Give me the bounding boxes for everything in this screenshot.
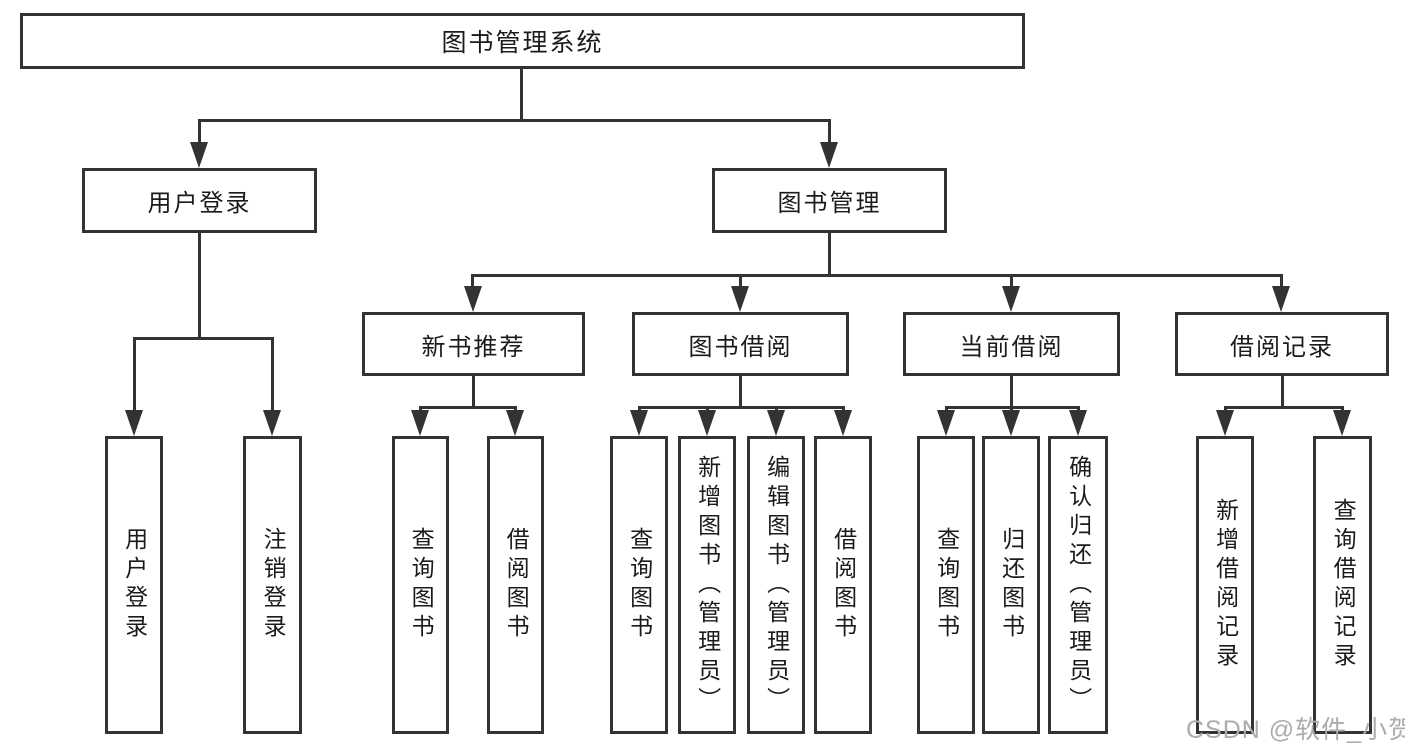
leaf-rec-query-books: 查询图书 bbox=[392, 436, 449, 734]
connector-drop-user-login bbox=[198, 119, 201, 149]
node-current-borrow-label: 当前借阅 bbox=[959, 333, 1064, 361]
arrowhead-icon bbox=[767, 410, 785, 436]
node-current-borrow: 当前借阅 bbox=[903, 312, 1120, 376]
arrowhead-icon bbox=[820, 142, 838, 168]
arrowhead-icon bbox=[506, 410, 524, 436]
node-root: 图书管理系统 bbox=[20, 13, 1025, 69]
node-book-borrow-label: 图书借阅 bbox=[688, 333, 793, 361]
arrowhead-icon bbox=[190, 142, 208, 168]
leaf-label: 借阅图书 bbox=[830, 527, 857, 643]
leaf-label: 确认归还（管理员） bbox=[1065, 454, 1092, 716]
connector-borrow-stem bbox=[739, 376, 742, 408]
connector-current-stem bbox=[1010, 376, 1013, 408]
leaf-label: 新增借阅记录 bbox=[1212, 498, 1239, 672]
leaf-label: 借阅图书 bbox=[503, 527, 530, 643]
watermark: CSDN @软件_小贺同学 bbox=[1186, 716, 1405, 744]
leaf-label: 编辑图书（管理员） bbox=[763, 454, 790, 716]
connector-rec-bar bbox=[419, 406, 517, 409]
connector-drop-book-borrow bbox=[739, 274, 742, 290]
leaf-label: 归还图书 bbox=[998, 527, 1025, 643]
arrowhead-icon bbox=[1272, 286, 1290, 312]
node-borrow-record: 借阅记录 bbox=[1175, 312, 1389, 376]
node-borrow-record-label: 借阅记录 bbox=[1230, 333, 1334, 361]
leaf-borrow-borrow-books: 借阅图书 bbox=[814, 436, 872, 734]
leaf-rec-borrow-books: 借阅图书 bbox=[487, 436, 544, 734]
connector-login-stem bbox=[198, 233, 201, 339]
arrowhead-icon bbox=[1002, 286, 1020, 312]
leaf-label: 注销登录 bbox=[260, 527, 287, 643]
connector-record-stem bbox=[1281, 376, 1284, 408]
arrowhead-icon bbox=[263, 410, 281, 436]
connector-drop-current-borrow bbox=[1010, 274, 1013, 290]
leaf-label: 新增图书（管理员） bbox=[694, 454, 721, 716]
arrowhead-icon bbox=[411, 410, 429, 436]
arrowhead-icon bbox=[464, 286, 482, 312]
leaf-label: 用户登录 bbox=[121, 527, 148, 643]
connector-level2-bar bbox=[198, 119, 831, 122]
connector-drop-new-book-rec bbox=[471, 274, 474, 290]
arrowhead-icon bbox=[1333, 410, 1351, 436]
leaf-current-query-books: 查询图书 bbox=[917, 436, 975, 734]
connector-drop-login-2 bbox=[271, 337, 274, 418]
connector-drop-borrow-record bbox=[1280, 274, 1283, 290]
node-book-mgmt-label: 图书管理 bbox=[777, 190, 882, 217]
leaf-confirm-return-admin: 确认归还（管理员） bbox=[1048, 436, 1108, 734]
node-book-borrow: 图书借阅 bbox=[632, 312, 849, 376]
leaf-label: 查询图书 bbox=[933, 527, 960, 643]
leaf-label: 查询图书 bbox=[408, 527, 435, 643]
arrowhead-icon bbox=[1216, 410, 1234, 436]
leaf-logout: 注销登录 bbox=[243, 436, 302, 734]
arrowhead-icon bbox=[1069, 410, 1087, 436]
connector-root-stem bbox=[520, 69, 523, 121]
arrowhead-icon bbox=[125, 410, 143, 436]
leaf-return-books: 归还图书 bbox=[982, 436, 1040, 734]
connector-drop-book-mgmt bbox=[828, 119, 831, 149]
leaf-edit-books-admin: 编辑图书（管理员） bbox=[747, 436, 805, 734]
connector-drop-login-1 bbox=[133, 337, 136, 418]
leaf-user-login: 用户登录 bbox=[105, 436, 163, 734]
node-new-book-rec: 新书推荐 bbox=[362, 312, 585, 376]
leaf-add-borrow-record: 新增借阅记录 bbox=[1196, 436, 1254, 734]
connector-rec-stem bbox=[472, 376, 475, 408]
leaf-label: 查询借阅记录 bbox=[1330, 498, 1357, 672]
node-new-book-rec-label: 新书推荐 bbox=[421, 333, 526, 361]
arrowhead-icon bbox=[698, 410, 716, 436]
connector-login-bar bbox=[133, 337, 274, 340]
node-user-login-label: 用户登录 bbox=[147, 190, 252, 217]
connector-record-bar bbox=[1224, 406, 1343, 409]
arrowhead-icon bbox=[630, 410, 648, 436]
node-user-login: 用户登录 bbox=[82, 168, 317, 233]
connector-level3-bar bbox=[471, 274, 1283, 277]
arrowhead-icon bbox=[834, 410, 852, 436]
connector-mgmt-stem bbox=[828, 233, 831, 276]
connector-borrow-bar bbox=[638, 406, 844, 409]
node-book-mgmt: 图书管理 bbox=[712, 168, 947, 233]
leaf-label: 查询图书 bbox=[626, 527, 653, 643]
leaf-add-books-admin: 新增图书（管理员） bbox=[678, 436, 736, 734]
arrowhead-icon bbox=[937, 410, 955, 436]
node-root-label: 图书管理系统 bbox=[441, 29, 604, 57]
leaf-borrow-query-books: 查询图书 bbox=[610, 436, 668, 734]
arrowhead-icon bbox=[1002, 410, 1020, 436]
leaf-query-borrow-record: 查询借阅记录 bbox=[1313, 436, 1372, 734]
arrowhead-icon bbox=[731, 286, 749, 312]
